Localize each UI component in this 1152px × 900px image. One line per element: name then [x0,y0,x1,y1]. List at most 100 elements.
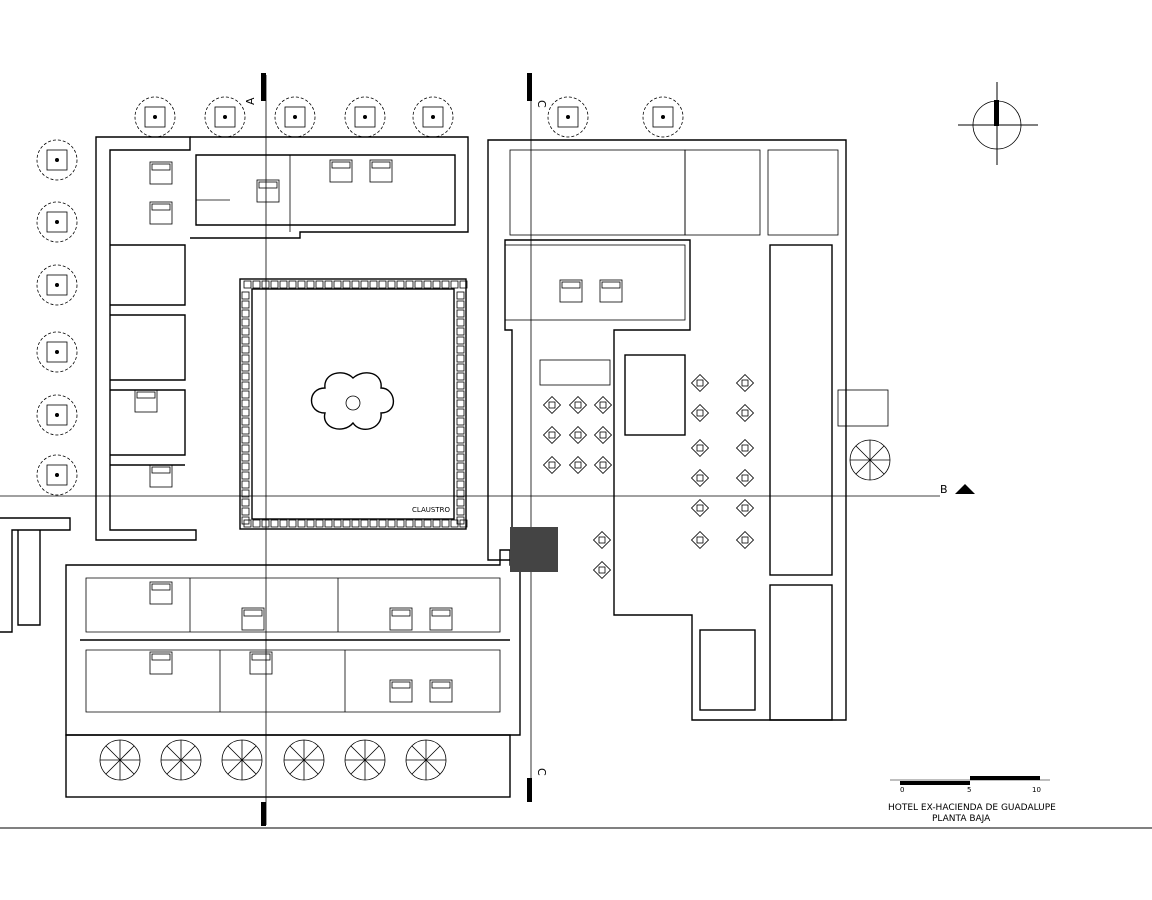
scale-tick: 0 [900,786,904,794]
bed-icon [429,607,453,631]
section-marker-a-bottom [261,802,266,826]
column [306,280,315,289]
dining-table-icon [690,468,710,488]
column [405,280,414,289]
plan-subtitle: PLANTA BAJA [932,814,991,824]
column [252,280,261,289]
column [241,480,250,489]
column [432,519,441,528]
potted-tree-icon [412,96,454,138]
column [351,519,360,528]
column [315,519,324,528]
column [241,516,250,525]
column [369,519,378,528]
potted-tree-icon [36,264,78,306]
column [456,462,465,471]
column [423,280,432,289]
column [297,519,306,528]
potted-tree-icon [204,96,246,138]
dining-table-icon [592,560,612,580]
south-wing-rooms [0,517,521,798]
trees [36,96,891,781]
tree-icon [405,739,447,781]
column [378,280,387,289]
dining-table-icon [690,498,710,518]
column [297,280,306,289]
column [241,300,250,309]
column [456,381,465,390]
section-marker-a-top [261,73,266,101]
bed-icon [149,581,173,605]
east-wing [487,139,889,721]
column [342,519,351,528]
bed-icon [149,161,173,185]
column [432,280,441,289]
potted-tree-icon [547,96,589,138]
column [456,390,465,399]
section-label-c-bottom: C [535,768,548,776]
column [456,417,465,426]
column [241,426,250,435]
bed-icon [599,279,623,303]
column [241,318,250,327]
column [456,372,465,381]
column [387,519,396,528]
column [243,519,252,528]
column [456,498,465,507]
column [241,408,250,417]
column [369,280,378,289]
column [306,519,315,528]
tree-icon [344,739,386,781]
bed-icon [389,679,413,703]
column [241,345,250,354]
column [360,280,369,289]
potted-tree-icon [344,96,386,138]
column [342,280,351,289]
column [456,489,465,498]
column [241,354,250,363]
column [456,453,465,462]
column [414,280,423,289]
tree-icon [99,739,141,781]
column [456,426,465,435]
column [351,280,360,289]
section-label-b: B [940,483,948,496]
dining-table-icon [542,425,562,445]
column [456,336,465,345]
bed-icon [559,279,583,303]
bed-icon [149,651,173,675]
column [241,498,250,507]
dining-table-icon [690,438,710,458]
column [405,519,414,528]
section-label-a: A [244,97,257,105]
bed-icon [429,679,453,703]
column [241,453,250,462]
column [456,345,465,354]
column [241,489,250,498]
column [241,390,250,399]
potted-tree-icon [134,96,176,138]
bed-icon [389,607,413,631]
column [279,280,288,289]
dining-table-icon [568,425,588,445]
column [288,280,297,289]
column [315,280,324,289]
bed-icon [241,607,265,631]
scale-tick: 10 [1032,786,1041,794]
potted-tree-icon [36,394,78,436]
column [456,309,465,318]
column [456,471,465,480]
tree-icon [221,739,263,781]
column [241,363,250,372]
dining-table-icon [542,455,562,475]
column [441,280,450,289]
column [241,417,250,426]
column [456,480,465,489]
column [456,435,465,444]
column [324,280,333,289]
column [456,444,465,453]
section-marker-b [955,484,975,494]
courtyard-label: CLAUSTRO [412,506,450,514]
north-arrow-icon [958,82,1038,165]
dining-table-icon [542,395,562,415]
